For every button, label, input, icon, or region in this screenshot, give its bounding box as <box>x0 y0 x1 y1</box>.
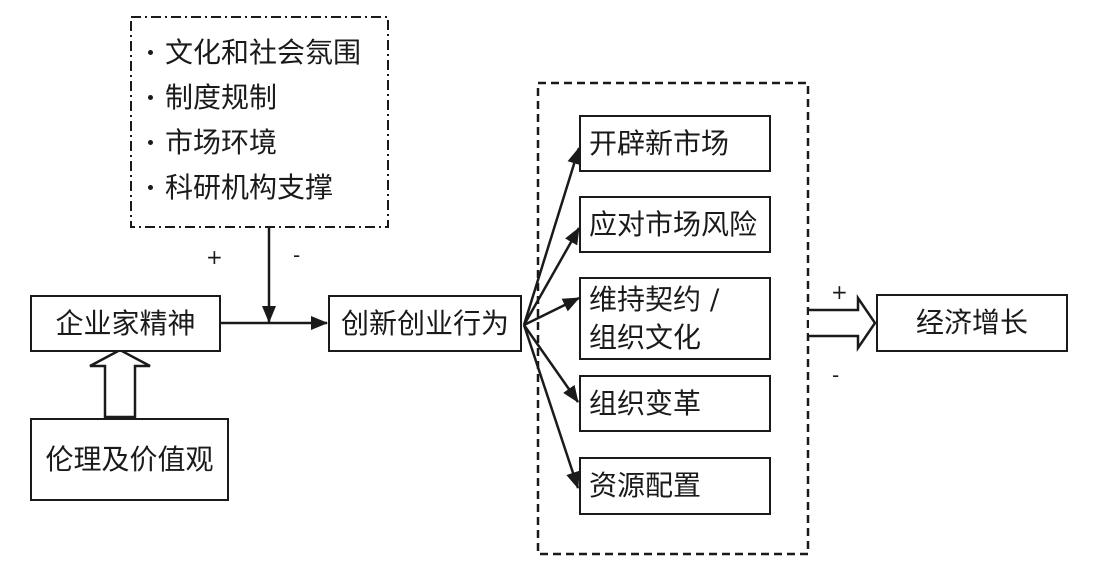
innovation-behavior-label: 创新创业行为 <box>340 306 509 340</box>
bullet-icon <box>148 50 153 55</box>
fan-arrow-4 <box>522 324 580 403</box>
growth-minus-sign: - <box>832 363 840 387</box>
outcome-label-line1: 维持契约 / <box>589 282 720 316</box>
outcome-node-new-market: 开辟新市场 <box>579 115 771 172</box>
outcome-node-contract-culture: 维持契约 / 组织文化 <box>579 277 771 360</box>
fan-arrow-5 <box>522 324 580 489</box>
ethics-values-node: 伦理及价值观 <box>30 418 229 501</box>
outcome-node-org-change: 组织变革 <box>579 375 771 432</box>
factor-item: 市场环境 <box>146 120 361 165</box>
economic-growth-label: 经济增长 <box>915 306 1028 339</box>
outcome-node-market-risk: 应对市场风险 <box>579 196 771 253</box>
ethics-to-entrepreneurship-hollow-arrow <box>89 348 151 419</box>
bullet-icon <box>148 140 153 145</box>
factors-group: 文化和社会氛围 制度规制 市场环境 科研机构支撑 <box>130 16 389 228</box>
entrepreneurship-node: 企业家精神 <box>30 295 221 352</box>
factor-item: 制度规制 <box>146 75 361 120</box>
outcome-label: 开辟新市场 <box>589 126 730 160</box>
factors-list: 文化和社会氛围 制度规制 市场环境 科研机构支撑 <box>146 30 361 210</box>
factor-item: 文化和社会氛围 <box>146 30 361 75</box>
outcome-node-resource-allocation: 资源配置 <box>579 457 771 515</box>
fan-arrow-2 <box>522 227 581 326</box>
outcome-label: 应对市场风险 <box>589 207 758 241</box>
bullet-icon <box>148 95 153 100</box>
outcome-label: 组织变革 <box>589 386 702 420</box>
economic-growth-node: 经济增长 <box>876 294 1068 352</box>
outcome-label: 资源配置 <box>589 469 702 502</box>
entrepreneurship-label: 企业家精神 <box>55 306 196 340</box>
factor-item: 科研机构支撑 <box>146 165 361 210</box>
factors-group-border <box>130 16 389 228</box>
innovation-behavior-node: 创新创业行为 <box>328 295 522 352</box>
ethics-values-label: 伦理及价值观 <box>45 442 214 476</box>
fan-arrow-1 <box>522 147 581 326</box>
factor-plus-sign: + <box>206 245 223 269</box>
outcomes-to-growth-hollow-arrow <box>809 293 877 353</box>
growth-plus-sign: + <box>831 280 848 304</box>
outcomes-group-border <box>536 81 810 556</box>
fan-arrow-3 <box>523 296 580 327</box>
outcome-label-line2: 组织文化 <box>589 320 702 354</box>
factor-minus-sign: - <box>293 243 301 267</box>
bullet-icon <box>148 185 153 190</box>
